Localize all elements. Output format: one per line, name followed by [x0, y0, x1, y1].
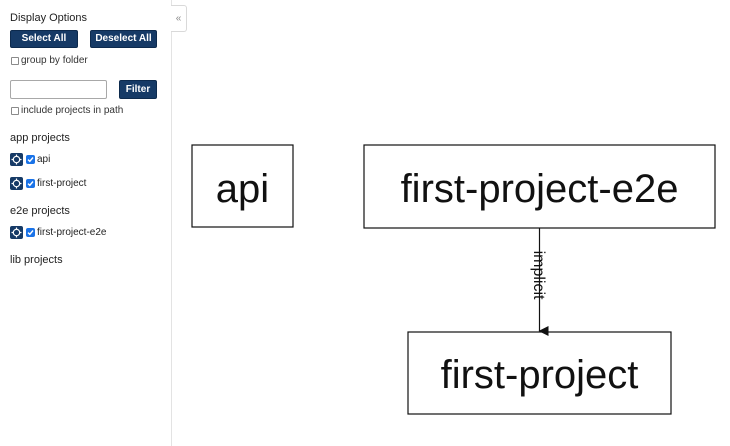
deselect-all-button[interactable]: Deselect All — [90, 30, 157, 48]
lib-projects-heading: lib projects — [10, 254, 63, 266]
graph-node-label: api — [216, 167, 269, 211]
e2e-projects-heading: e2e projects — [10, 205, 70, 217]
group-by-folder-option[interactable]: group by folder — [11, 55, 88, 66]
focus-project-icon[interactable] — [10, 152, 23, 166]
group-by-folder-checkbox[interactable] — [11, 56, 19, 65]
project-item-first-project-e2e: first-project-e2e — [10, 225, 106, 239]
project-checkbox-api[interactable] — [26, 154, 35, 164]
graph-node-label: first-project-e2e — [401, 167, 679, 211]
sidebar: Display Options Select All Deselect All … — [0, 0, 172, 446]
include-projects-in-path-checkbox[interactable] — [11, 106, 19, 115]
graph-node-first-project[interactable]: first-project — [407, 331, 672, 415]
graph-node-first-project-e2e[interactable]: first-project-e2e — [363, 144, 716, 229]
filter-input[interactable] — [10, 80, 107, 99]
project-checkbox-first-project-e2e[interactable] — [26, 227, 35, 237]
project-graph: api first-project-e2e first-project impl… — [173, 0, 730, 446]
filter-button[interactable]: Filter — [119, 80, 157, 99]
graph-node-api[interactable]: api — [191, 144, 294, 228]
group-by-folder-label: group by folder — [21, 55, 88, 66]
project-item-api: api — [10, 152, 50, 166]
project-checkbox-first-project[interactable] — [26, 178, 35, 188]
project-label-first-project-e2e: first-project-e2e — [37, 226, 107, 238]
project-item-first-project: first-project — [10, 176, 86, 190]
focus-project-icon[interactable] — [10, 225, 23, 239]
graph-edge-implicit: implicit — [530, 228, 549, 336]
project-label-first-project: first-project — [37, 177, 87, 189]
focus-project-icon[interactable] — [10, 176, 23, 190]
include-projects-in-path-option[interactable]: include projects in path — [11, 105, 123, 116]
select-all-button[interactable]: Select All — [10, 30, 78, 48]
collapse-sidebar-icon[interactable]: « — [171, 5, 187, 32]
graph-node-label: first-project — [441, 353, 639, 397]
display-options-heading: Display Options — [10, 12, 88, 24]
edge-label: implicit — [530, 251, 547, 300]
project-label-api: api — [37, 153, 51, 165]
app-projects-heading: app projects — [10, 132, 70, 144]
include-projects-in-path-label: include projects in path — [21, 105, 124, 116]
